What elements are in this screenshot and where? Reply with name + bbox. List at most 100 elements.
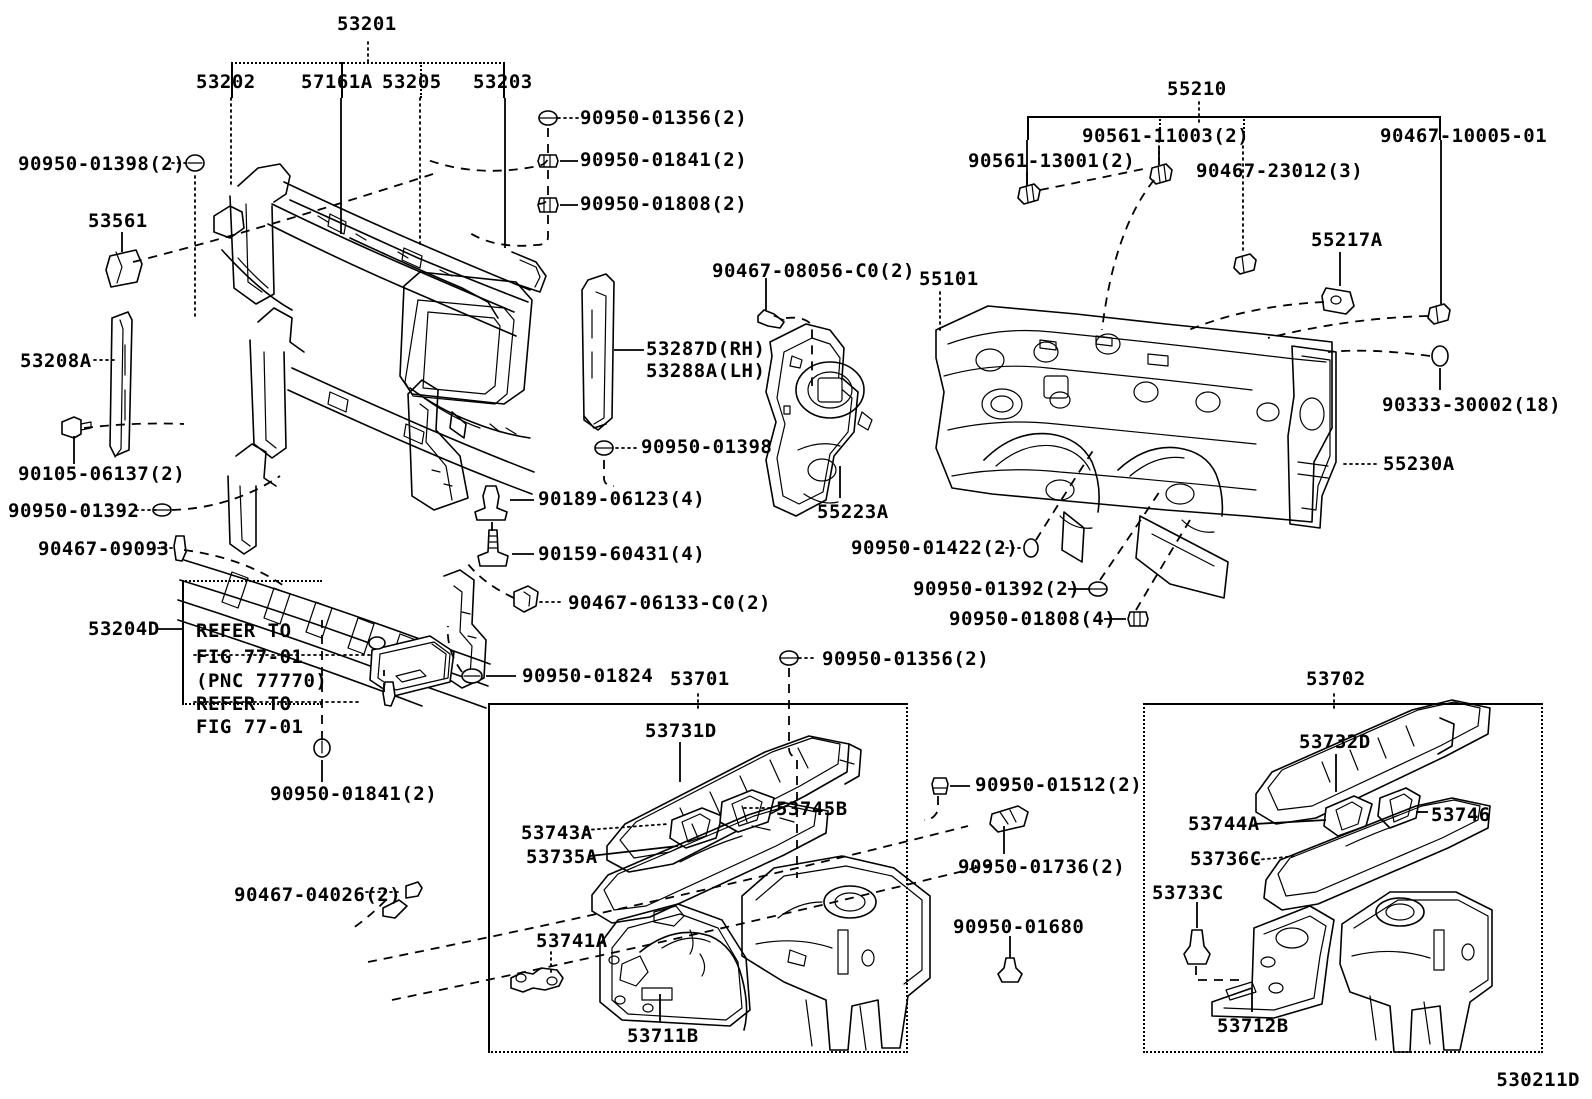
part-label-90950-01356: 90950-01356(2) — [580, 107, 748, 129]
group-header-55210: 55210 — [1167, 78, 1227, 100]
part-label-90467-04026: 90467-04026(2) — [234, 884, 402, 906]
part-label-53744A: 53744A — [1188, 813, 1260, 835]
part-53201-upper-support — [214, 164, 546, 336]
part-label-90467-10005: 90467-10005-01 — [1380, 125, 1548, 147]
part-label-57161A: 57161A — [301, 71, 373, 93]
fastener-90467-08056 — [758, 310, 784, 328]
part-label-90950-01824: 90950-01824 — [522, 665, 654, 687]
fastener-90189-06123 — [475, 486, 507, 520]
part-label-90467-06133: 90467-06133-C0(2) — [568, 592, 771, 614]
part-55223A-dash-panel — [766, 324, 872, 516]
part-label-90950-01736: 90950-01736(2) — [958, 856, 1126, 878]
fastener-90950-01398-b — [595, 441, 613, 455]
drawing-code: 530211D — [1496, 1069, 1580, 1091]
part-label-55217A: 55217A — [1311, 229, 1383, 251]
part-label-53204D: 53204D — [88, 618, 160, 640]
part-53202-lower-member — [250, 308, 534, 510]
fastener-90950-01824 — [462, 669, 482, 683]
fastener-90467-23012 — [1234, 254, 1256, 274]
fastener-90467-06133 — [514, 586, 538, 612]
fastener-90561-11003 — [1150, 164, 1172, 184]
fastener-90950-01422 — [1024, 539, 1038, 557]
part-label-90950-01841: 90950-01841(2) — [580, 149, 748, 171]
part-label-53732D: 53732D — [1299, 731, 1371, 753]
part-label-53736C: 53736C — [1190, 848, 1262, 870]
part-label-90950-01512: 90950-01512(2) — [975, 774, 1143, 796]
fastener-90561-13001 — [1018, 184, 1040, 204]
part-label-90950-01398: 90950-01398(2) — [18, 153, 186, 175]
refer-to-fig-2: FIG 77-01 — [196, 716, 304, 738]
part-label-53712B: 53712B — [1217, 1015, 1289, 1037]
fastener-90467-10005-01 — [1428, 304, 1450, 324]
refer-to-line-2: REFER TO — [196, 693, 292, 715]
group-header-53201: 53201 — [337, 13, 397, 35]
fastener-90467-09093 — [174, 536, 186, 561]
part-label-53733C: 53733C — [1152, 882, 1224, 904]
fastener-90333-30002 — [1432, 346, 1448, 366]
part-53208A-seal — [110, 312, 132, 457]
part-55217A-bracket — [1322, 288, 1354, 314]
part-label-53208A: 53208A — [20, 350, 92, 372]
part-label-53203: 53203 — [473, 71, 533, 93]
fastener-90950-01512 — [932, 778, 948, 794]
part-label-53731D: 53731D — [645, 720, 717, 742]
part-53204D-duct — [369, 636, 454, 696]
part-label-90467-08056: 90467-08056-C0(2) — [712, 260, 915, 282]
refer-to-bracket — [182, 580, 322, 705]
part-label-53202: 53202 — [196, 71, 256, 93]
part-label-55223A: 55223A — [817, 501, 889, 523]
part-53561-clip — [106, 250, 142, 287]
fastener-90950-01392-r — [1089, 582, 1107, 596]
part-label-53711B: 53711B — [627, 1025, 699, 1047]
fastener-90950-01841-b — [314, 739, 330, 757]
fastener-90159-60431 — [478, 530, 508, 566]
part-label-90950-01392: 90950-01392 — [8, 500, 140, 522]
part-label-90561-11003: 90561-11003(2) — [1082, 125, 1250, 147]
fastener-90105-06137 — [62, 417, 91, 438]
part-label-53745B: 53745B — [776, 798, 848, 820]
part-label-53741A: 53741A — [536, 930, 608, 952]
fastener-90950-01841 — [538, 155, 558, 167]
refer-to-pnc: (PNC 77770) — [196, 670, 328, 692]
assembly-header-53702: 53702 — [1306, 668, 1366, 690]
fastener-90950-01392 — [153, 504, 171, 516]
part-label-53287D-rh: 53287D(RH) — [646, 338, 766, 360]
part-label-53746: 53746 — [1431, 804, 1491, 826]
part-label-90950-01680: 90950-01680 — [953, 916, 1085, 938]
part-label-90159-60431: 90159-60431(4) — [538, 543, 706, 565]
part-label-53205: 53205 — [382, 71, 442, 93]
assembly-box-53701 — [488, 703, 908, 1053]
part-label-90333-30002: 90333-30002(18) — [1382, 394, 1562, 416]
fastener-90467-09093-pin — [383, 682, 395, 706]
part-label-90950-01422: 90950-01422(2) — [851, 537, 1019, 559]
part-label-90467-09093: 90467-09093 — [38, 538, 170, 560]
part-label-53743A: 53743A — [521, 822, 593, 844]
refer-to-fig-1: FIG 77-01 — [196, 646, 304, 668]
part-53205-panel — [400, 272, 532, 438]
part-label-90189-06123: 90189-06123(4) — [538, 488, 706, 510]
part-label-90950-01841-b: 90950-01841(2) — [270, 783, 438, 805]
refer-to-line-1: REFER TO — [196, 620, 292, 642]
fastener-90950-01736 — [990, 806, 1028, 832]
part-label-90950-01392-r: 90950-01392(2) — [913, 578, 1081, 600]
fastener-90950-01356-b — [780, 651, 798, 665]
part-53287D-side-support — [582, 274, 614, 430]
part-label-90467-23012: 90467-23012(3) — [1196, 160, 1364, 182]
fastener-90950-01808 — [538, 198, 558, 212]
part-label-90105-06137: 90105-06137(2) — [18, 463, 186, 485]
fastener-90950-01398-a — [186, 155, 204, 171]
part-label-90561-13001: 90561-13001(2) — [968, 150, 1136, 172]
part-55230A-panel — [1288, 346, 1336, 528]
part-label-53735A: 53735A — [526, 846, 598, 868]
assembly-box-53702 — [1143, 703, 1543, 1053]
part-label-53561: 53561 — [88, 210, 148, 232]
fastener-90950-01680 — [998, 958, 1022, 982]
assembly-header-53701: 53701 — [670, 668, 730, 690]
fastener-90950-01356 — [539, 111, 557, 125]
part-label-55230A: 55230A — [1383, 453, 1455, 475]
part-label-90950-01356-b: 90950-01356(2) — [822, 648, 990, 670]
part-label-90950-01808: 90950-01808(2) — [580, 193, 748, 215]
fastener-90950-01808-r — [1128, 612, 1148, 626]
part-label-90950-01398-b: 90950-01398 — [641, 436, 773, 458]
